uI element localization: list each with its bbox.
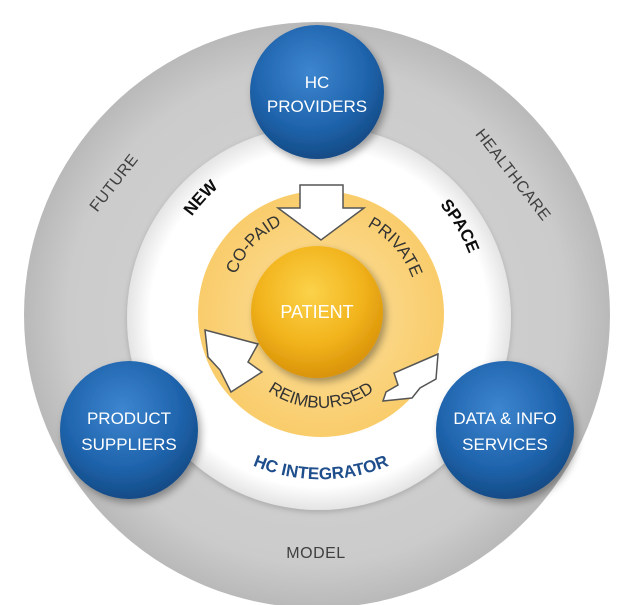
node-data-info-services: DATA & INFO SERVICES: [436, 361, 574, 499]
hc-providers-line1: HC: [305, 73, 330, 92]
arrows: [204, 184, 439, 402]
data-info-circle: [436, 361, 574, 499]
arrow-from-data: [381, 352, 439, 402]
patient-label: PATIENT: [280, 302, 353, 322]
product-suppliers-circle: [60, 361, 198, 499]
patient-circle: [251, 246, 383, 378]
node-hc-providers: HC PROVIDERS: [250, 25, 384, 159]
product-suppliers-line2: SUPPLIERS: [81, 435, 176, 454]
node-product-suppliers: PRODUCT SUPPLIERS: [60, 361, 198, 499]
hc-providers-line2: PROVIDERS: [267, 97, 367, 116]
data-info-line1: DATA & INFO: [453, 409, 556, 428]
product-suppliers-line1: PRODUCT: [87, 409, 171, 428]
model-label: MODEL: [286, 545, 345, 562]
data-info-line2: SERVICES: [462, 435, 548, 454]
arrow-from-providers: [275, 184, 367, 241]
hc-providers-circle: [250, 25, 384, 159]
arrow-from-suppliers: [204, 328, 264, 394]
